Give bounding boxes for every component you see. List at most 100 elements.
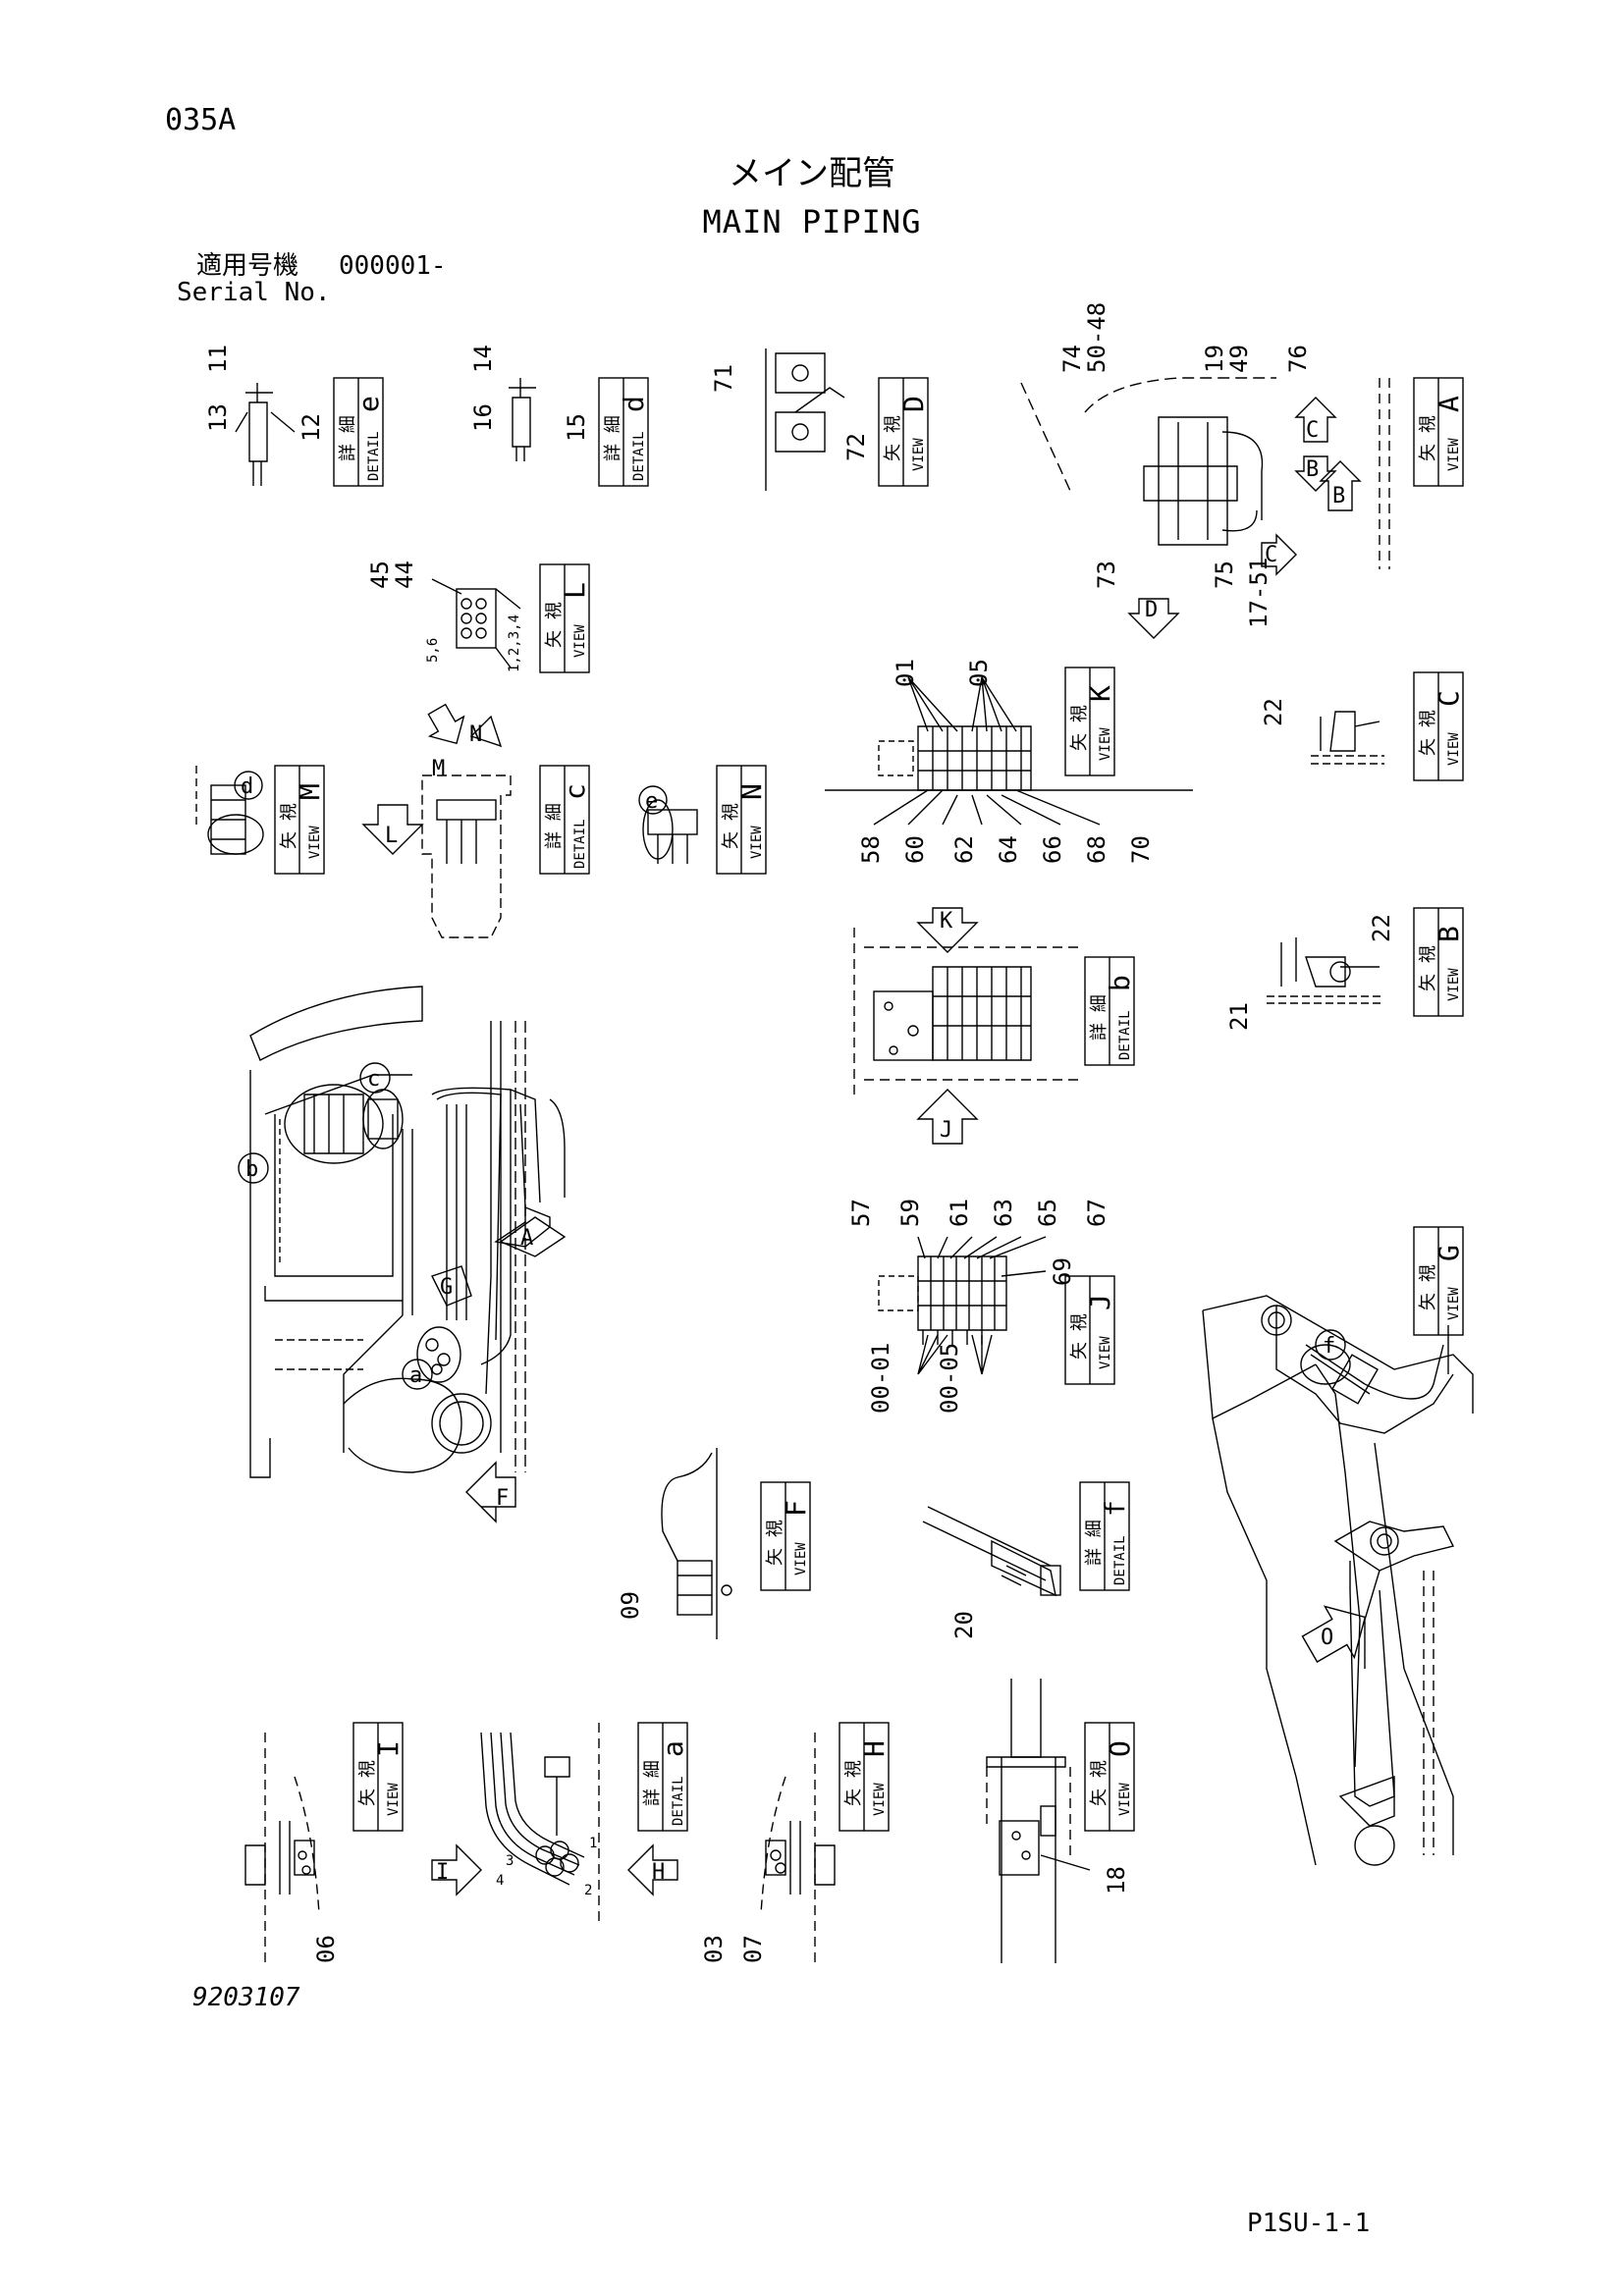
view-box-letter: c	[559, 783, 591, 800]
view-box-letter: H	[858, 1740, 891, 1757]
callout-65: 65	[1034, 1199, 1061, 1227]
drawing-number: 9203107	[192, 1983, 300, 2012]
view-box-jp: 矢 視	[1089, 1760, 1110, 1806]
detail-circle-f: f	[1315, 1329, 1346, 1361]
callout-1-2-3-4: 1,2,3,4	[507, 614, 522, 672]
view-box-jp: 矢 視	[1069, 1313, 1090, 1360]
callout-06: 06	[312, 1935, 340, 1963]
view-box-jp: 矢 視	[1418, 945, 1438, 991]
arrow-marker-C: C	[1294, 397, 1337, 443]
callout-68: 68	[1083, 835, 1110, 864]
view-box-letter: I	[372, 1740, 405, 1757]
callout-21: 21	[1225, 1002, 1253, 1031]
svg-text:K: K	[940, 909, 953, 934]
svg-text:I: I	[436, 1860, 449, 1885]
view-box-view-B: 矢 視 VIEW B	[1413, 907, 1465, 1017]
svg-text:H: H	[652, 1860, 665, 1885]
callout-60: 60	[901, 835, 929, 864]
view-box-en: VIEW	[1446, 438, 1462, 471]
view-box-jp: 矢 視	[721, 803, 741, 849]
main-plan-view: b c a A G F	[238, 986, 567, 1523]
view-box-letter: D	[897, 396, 930, 412]
callout-63: 63	[990, 1199, 1017, 1227]
view-box-view-J: 矢 視 VIEW J	[1064, 1275, 1116, 1385]
view-box-en: VIEW	[872, 1783, 888, 1816]
view-box-jp: 詳 細	[544, 803, 565, 849]
drawing-code: 035A	[165, 103, 237, 137]
callout-17-51: 17-51	[1245, 558, 1272, 628]
detail-a-group: 1 2 3 4 I H 詳 細 DETAIL a	[431, 1722, 689, 1924]
view-C-group: 22 矢 視 VIEW C	[1260, 671, 1465, 781]
callout-22: 22	[1368, 914, 1395, 942]
view-A-group: 74 50-48 19 49 76 73 75 17-51 C B B C D	[1020, 302, 1465, 639]
view-box-view-C: 矢 視 VIEW C	[1413, 671, 1465, 781]
callout-00-05: 00-05	[936, 1343, 963, 1414]
detail-c-group: M N L 詳 細 DETAIL c	[361, 703, 591, 938]
svg-text:e: e	[645, 789, 658, 814]
view-box-jp: 詳 細	[603, 415, 623, 461]
callout-59: 59	[896, 1199, 924, 1227]
callout-19: 19	[1201, 345, 1228, 373]
callout-70: 70	[1127, 835, 1155, 864]
svg-text:c: c	[367, 1067, 380, 1092]
view-box-en: DETAIL	[572, 819, 588, 869]
svg-text:C: C	[1306, 418, 1319, 443]
view-box-letter: N	[735, 783, 768, 800]
callout-50-48: 50-48	[1083, 302, 1110, 373]
callout-01: 01	[892, 659, 919, 687]
view-box-letter: K	[1084, 685, 1116, 702]
callout-73: 73	[1093, 561, 1120, 589]
serial-label: Serial No.	[177, 278, 331, 307]
arrow-marker-I: I	[431, 1843, 482, 1896]
svg-text:B: B	[1306, 457, 1319, 482]
view-box-en: DETAIL	[631, 431, 647, 481]
detail-circle-e: e	[638, 785, 668, 815]
view-box-en: VIEW	[1446, 732, 1462, 766]
view-box-view-H: 矢 視 VIEW H	[839, 1722, 891, 1832]
arrow-marker-B-2: B	[1319, 460, 1362, 511]
view-box-detail-d: 詳 細 DETAIL d	[598, 377, 650, 487]
view-box-jp: 矢 視	[1418, 1264, 1438, 1310]
view-box-letter: B	[1433, 926, 1465, 942]
callout-45: 45	[366, 561, 394, 589]
view-box-en: DETAIL	[366, 431, 382, 481]
detail-circle-b: b	[238, 1152, 269, 1184]
callout-09: 09	[617, 1591, 644, 1620]
view-box-view-D: 矢 視 VIEW D	[878, 377, 930, 487]
arrow-marker-K: K	[916, 907, 979, 953]
callout-58: 58	[857, 835, 885, 864]
view-box-jp: 矢 視	[765, 1520, 785, 1566]
svg-text:D: D	[1145, 598, 1158, 622]
detail-circle-a: a	[402, 1359, 433, 1390]
view-box-detail-e: 詳 細 DETAIL e	[333, 377, 385, 487]
view-box-letter: C	[1433, 690, 1465, 707]
view-box-en: VIEW	[749, 826, 765, 859]
callout-12: 12	[298, 413, 325, 442]
view-box-jp: 矢 視	[1418, 415, 1438, 461]
detail-d-group: 14 16 15 詳 細 DETAIL d	[469, 345, 650, 487]
view-O-group: 18 矢 視 VIEW O	[986, 1679, 1136, 1963]
view-box-letter: a	[657, 1740, 689, 1757]
callout-15: 15	[563, 413, 590, 442]
svg-text:A: A	[520, 1226, 533, 1251]
view-box-letter: A	[1433, 396, 1465, 412]
view-box-detail-a: 詳 細 DETAIL a	[637, 1722, 689, 1832]
view-K-group: 01 05 58 60 62 64 66 68 70 矢 視 VIEW K	[825, 659, 1193, 864]
svg-text:M: M	[432, 757, 445, 781]
view-box-jp: 詳 細	[1089, 994, 1110, 1041]
serial-label-japanese: 適用号機	[196, 251, 299, 281]
detail-b-group: K J 詳 細 DETAIL b	[853, 907, 1136, 1145]
view-box-view-K: 矢 視 VIEW K	[1064, 667, 1116, 776]
view-box-detail-f: 詳 細 DETAIL f	[1079, 1481, 1131, 1591]
callout-3: 3	[506, 1853, 514, 1869]
view-box-view-F: 矢 視 VIEW F	[760, 1481, 812, 1591]
arrow-marker-F: F	[465, 1461, 516, 1523]
view-I-group: 06 矢 視 VIEW I	[244, 1722, 405, 1963]
view-J-group: 57 59 61 63 65 67 69 00-01 00-05 矢 視 VIE…	[847, 1199, 1116, 1414]
view-box-en: VIEW	[1098, 727, 1113, 761]
callout-05: 05	[965, 659, 993, 687]
arrow-marker-B: B	[1294, 455, 1337, 492]
callout-00-01: 00-01	[867, 1343, 894, 1414]
callout-22: 22	[1260, 698, 1287, 726]
view-box-view-M: 矢 視 VIEW M	[274, 765, 326, 875]
